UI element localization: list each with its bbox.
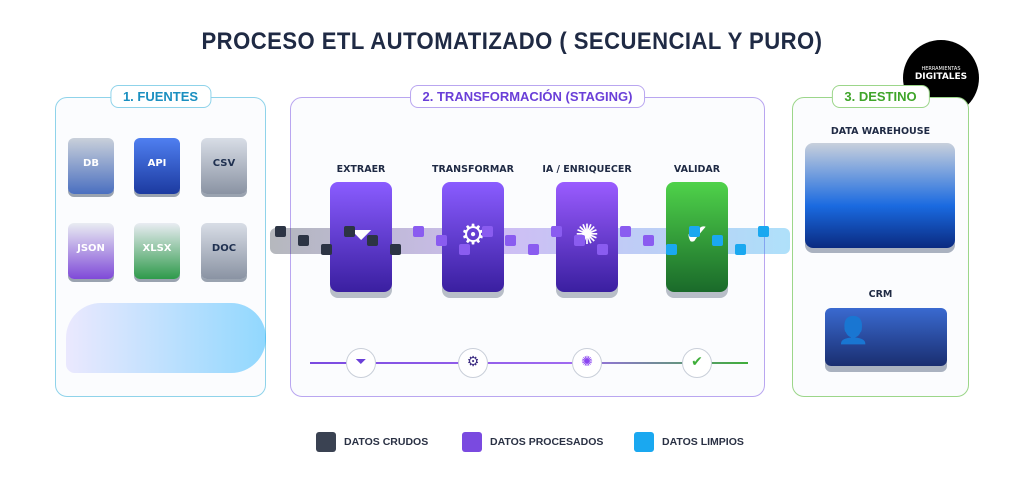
stage-label-ia: IA / ENRIQUECER	[542, 164, 632, 175]
data-cube	[597, 244, 608, 255]
xlsx-file-icon: XLSX	[134, 223, 180, 279]
legend-label: DATOS LIMPIOS	[662, 436, 744, 448]
data-cube	[574, 235, 585, 246]
destination-label: 3. DESTINO	[831, 85, 930, 108]
json-file-icon: JSON	[68, 223, 114, 279]
destination-panel: 3. DESTINO DATA WAREHOUSE CRM 👤	[792, 85, 969, 397]
data-cube	[620, 226, 631, 237]
data-cube	[712, 235, 723, 246]
stage-label-extraer: EXTRAER	[336, 164, 386, 175]
database-icon: DB	[68, 138, 114, 194]
data-cube	[344, 226, 355, 237]
data-cube	[482, 226, 493, 237]
gears-icon: ⚙	[460, 218, 486, 251]
data-warehouse-label: DATA WAREHOUSE	[830, 126, 931, 137]
legend-item-clean: DATOS LIMPIOS	[634, 432, 744, 452]
legend-item-processed: DATOS PROCESADOS	[462, 432, 603, 452]
source-label: DB	[83, 158, 99, 169]
data-cube	[643, 235, 654, 246]
sources-panel: 1. FUENTES DB API CSV JSON XLSX DOC	[55, 85, 266, 397]
sources-label: 1. FUENTES	[109, 85, 212, 108]
source-label: XLSX	[142, 243, 172, 254]
data-cube	[321, 244, 332, 255]
stage-label-transformar: TRANSFORMAR	[432, 164, 514, 175]
data-cube	[367, 235, 378, 246]
cube-icon	[316, 432, 336, 452]
funnel-icon: ⏷	[349, 218, 373, 251]
cube-icon	[634, 432, 654, 452]
legend-label: DATOS PROCESADOS	[490, 436, 604, 448]
stage-extraer: ⏷	[330, 182, 392, 292]
timeline-line	[310, 362, 748, 364]
csv-file-icon: CSV	[201, 138, 247, 194]
data-cube	[275, 226, 286, 237]
document-server-icon: DOC	[201, 223, 247, 279]
brain-icon: ✺	[575, 218, 599, 251]
data-cube	[413, 226, 424, 237]
legend-item-raw: DATOS CRUDOS	[316, 432, 428, 452]
data-cube	[735, 244, 746, 255]
data-cube	[436, 235, 447, 246]
api-icon: API	[134, 138, 180, 194]
page-title: PROCESO ETL AUTOMATIZADO ( SECUENCIAL Y …	[201, 28, 823, 55]
data-cube	[528, 244, 539, 255]
funnel-icon: ⏷	[346, 348, 376, 378]
stage-transformar: ⚙	[442, 182, 504, 292]
logo-text-top: HERRAMIENTAS	[921, 66, 961, 72]
shield-check-icon: ✔	[682, 348, 712, 378]
crm-label: CRM	[868, 289, 893, 300]
data-cube	[459, 244, 470, 255]
cube-icon	[462, 432, 482, 452]
data-cube	[689, 226, 700, 237]
logo-text-main: DIGITALES	[914, 72, 968, 82]
data-warehouse-icon	[805, 143, 955, 248]
gears-icon: ⚙	[458, 348, 488, 378]
stage-ia: ✺	[556, 182, 618, 292]
stage-label-validar: VALIDAR	[673, 164, 721, 175]
transform-label: 2. TRANSFORMACIÓN (STAGING)	[409, 85, 646, 108]
legend-label: DATOS CRUDOS	[344, 436, 429, 448]
data-cube	[758, 226, 769, 237]
data-cube	[298, 235, 309, 246]
data-stream	[66, 303, 266, 373]
crm-card-icon: 👤	[825, 308, 947, 366]
source-label: JSON	[77, 243, 105, 254]
source-label: API	[147, 158, 167, 169]
data-cube	[390, 244, 401, 255]
source-label: DOC	[211, 243, 237, 254]
data-cube	[505, 235, 516, 246]
data-cube	[551, 226, 562, 237]
brain-icon: ✺	[572, 348, 602, 378]
source-label: CSV	[212, 158, 236, 169]
data-cube	[666, 244, 677, 255]
